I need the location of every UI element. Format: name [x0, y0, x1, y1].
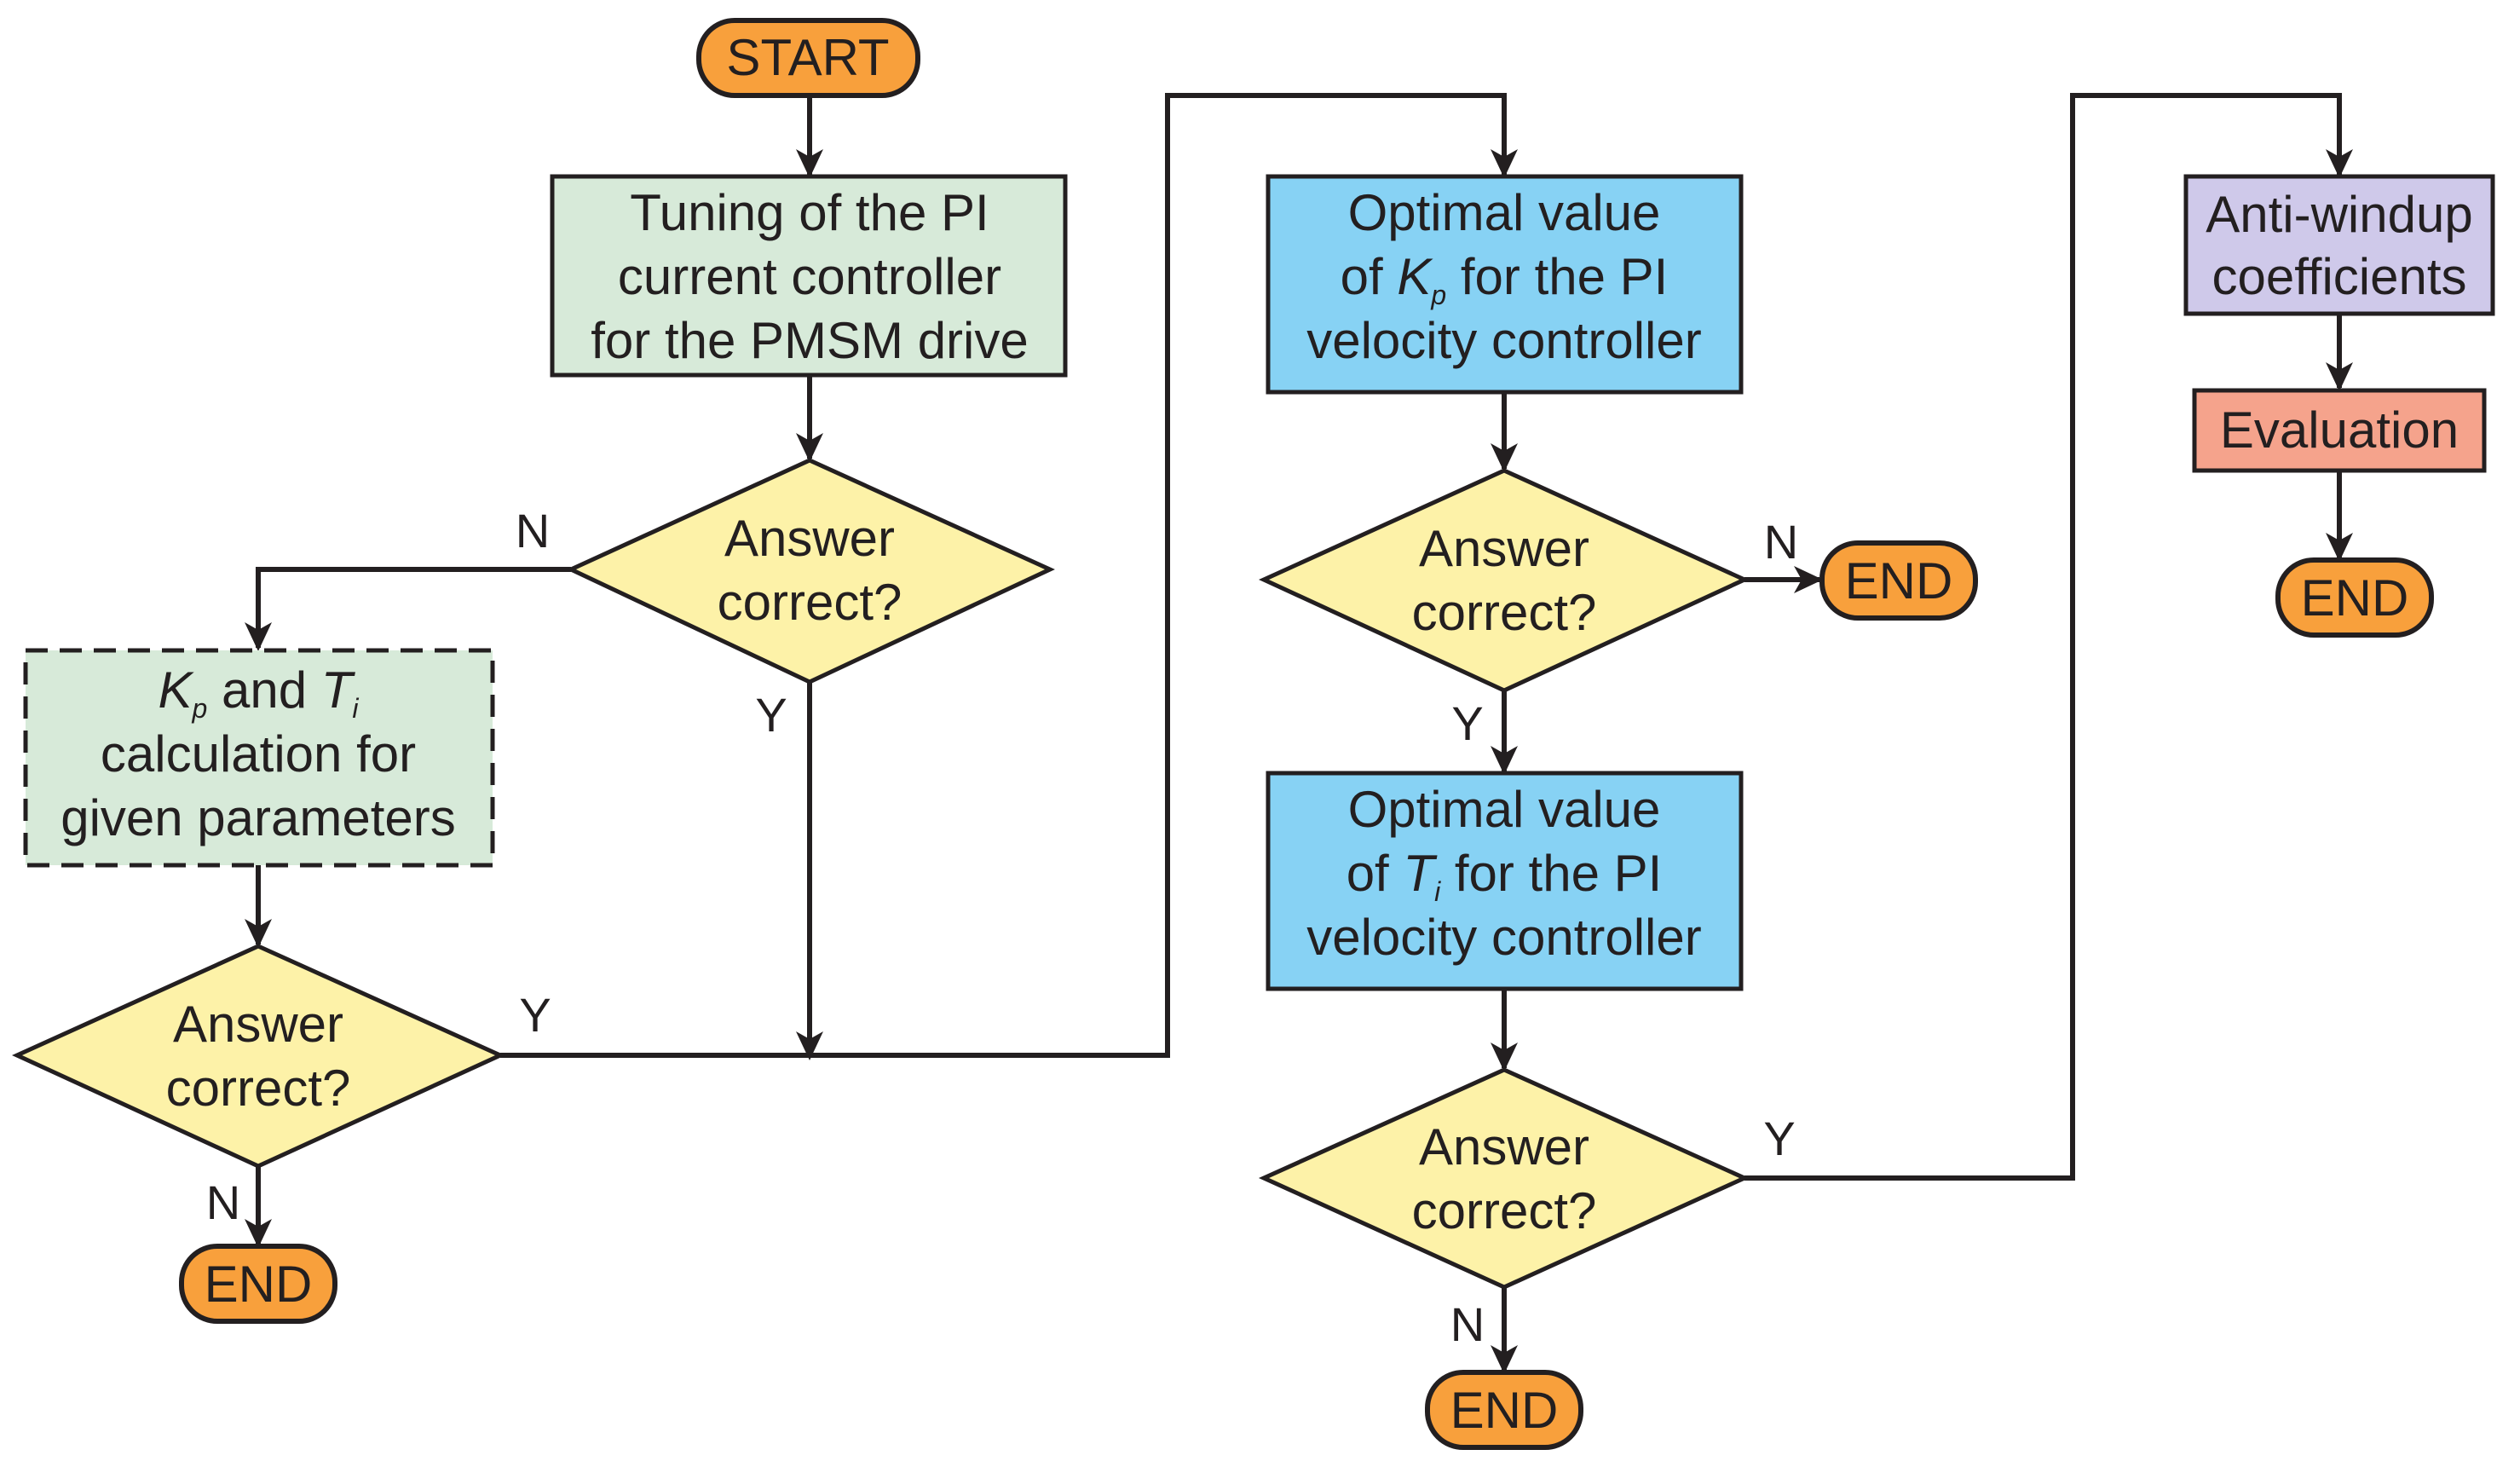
optimal-ti-line-3: velocity controller — [1306, 909, 1702, 966]
tuning-line-1: Tuning of the PI — [630, 184, 989, 241]
kp-ti-calculation-box: Kp and Ti calculation for given paramete… — [23, 648, 495, 868]
decision-2-line-1: Answer — [173, 996, 343, 1053]
decision-1-yes-label: Y — [755, 688, 787, 742]
decision-2-shape — [11, 944, 506, 1169]
optimal-kp-shape — [1266, 174, 1744, 395]
optimal-kp-pre: of — [1341, 248, 1398, 305]
ti-subscript: i — [352, 693, 359, 724]
decision-2-yes-label: Y — [519, 988, 551, 1042]
edge-decision-4-yes-to-anti-windup — [1744, 93, 2353, 1181]
decision-4-shape — [1258, 1067, 1750, 1290]
edge-merge-to-optimal-kp — [500, 93, 1518, 1058]
anti-windup-line-2: coefficients — [2211, 248, 2466, 305]
start-shape — [696, 18, 920, 98]
optimal-ti-post: for the PI — [1440, 845, 1662, 902]
decision-4-yes-label: Y — [1763, 1112, 1795, 1165]
end-4-label: END — [2301, 569, 2409, 627]
decision-3-no-label: N — [1764, 515, 1798, 569]
end-1-shape — [179, 1244, 337, 1324]
decision-1-no-label: N — [516, 504, 550, 557]
evaluation-box: Evaluation — [2192, 388, 2487, 473]
tuning-line-3: for the PMSM drive — [591, 312, 1029, 369]
optimal-ti-line-2: of Ti for the PI — [1346, 845, 1663, 907]
decision-4: Answer correct? — [1258, 1067, 1750, 1290]
kp-ti-calculation-shape — [23, 648, 495, 868]
decision-3: Answer correct? — [1258, 468, 1750, 693]
tuning-line-2: current controller — [618, 248, 1001, 305]
optimal-ti-subscript: i — [1434, 876, 1441, 907]
decision-4-line-2: correct? — [1412, 1182, 1597, 1239]
decision-3-line-1: Answer — [1419, 520, 1589, 577]
decision-3-shape — [1258, 468, 1750, 693]
kp-ti-calculation-line-1: Kp and Ti — [158, 661, 359, 724]
connectors — [245, 93, 2353, 1374]
kp-ti-calculation-line-2: calculation for — [101, 725, 416, 783]
optimal-kp-box: Optimal value of Kp for the PI velocity … — [1266, 174, 1744, 395]
end-3-shape — [1425, 1370, 1583, 1450]
optimal-kp-line-3: velocity controller — [1306, 312, 1702, 369]
decision-4-line-1: Answer — [1419, 1118, 1589, 1175]
optimal-kp-line-1: Optimal value — [1348, 184, 1661, 241]
end-terminal-2: END — [1819, 540, 1978, 621]
anti-windup-box: Anti-windup coefficients — [2183, 174, 2495, 316]
end-4-shape — [2275, 557, 2434, 638]
edge-labels: N Y Y N N Y Y N — [206, 504, 1798, 1351]
decision-4-no-label: N — [1450, 1297, 1485, 1351]
kp-symbol: K — [158, 661, 194, 719]
and-word: and — [207, 661, 320, 719]
evaluation-shape — [2192, 388, 2487, 473]
end-3-label: END — [1450, 1382, 1559, 1439]
decision-1-shape — [566, 458, 1055, 684]
decision-2-no-label: N — [206, 1175, 240, 1229]
tuning-process-box: Tuning of the PI current controller for … — [550, 174, 1068, 378]
ti-symbol: T — [321, 661, 356, 719]
end-1-label: END — [205, 1256, 313, 1313]
kp-subscript: p — [192, 693, 208, 724]
optimal-ti-shape — [1266, 771, 1744, 991]
optimal-ti-pre: of — [1346, 845, 1404, 902]
optimal-ti-box: Optimal value of Ti for the PI velocity … — [1266, 771, 1744, 991]
end-2-label: END — [1845, 552, 1953, 609]
start-terminal: START — [696, 18, 920, 98]
tuning-shape — [550, 174, 1068, 378]
decision-1-line-2: correct? — [718, 574, 902, 631]
decision-3-yes-label: Y — [1451, 696, 1483, 750]
anti-windup-line-1: Anti-windup — [2206, 186, 2473, 243]
optimal-ti-line-1: Optimal value — [1348, 781, 1661, 838]
kp-ti-calculation-line-3: given parameters — [61, 789, 456, 846]
end-terminal-3: END — [1425, 1370, 1583, 1450]
optimal-kp-post: for the PI — [1446, 248, 1668, 305]
optimal-kp-symbol: K — [1397, 248, 1433, 305]
start-label: START — [726, 29, 889, 86]
decision-1-line-1: Answer — [724, 510, 895, 567]
decision-2: Answer correct? — [11, 944, 506, 1169]
decision-3-line-2: correct? — [1412, 584, 1597, 641]
end-terminal-4: END — [2275, 557, 2434, 638]
end-terminal-1: END — [179, 1244, 337, 1324]
anti-windup-shape — [2183, 174, 2495, 316]
optimal-kp-line-2: of Kp for the PI — [1341, 248, 1669, 310]
optimal-kp-subscript: p — [1430, 280, 1446, 310]
decision-1: Answer correct? — [566, 458, 1055, 684]
optimal-ti-symbol: T — [1403, 845, 1438, 902]
edge-decision-1-no-to-calc — [245, 567, 571, 651]
end-2-shape — [1819, 540, 1978, 621]
evaluation-label: Evaluation — [2220, 401, 2459, 459]
decision-2-line-2: correct? — [166, 1060, 351, 1117]
